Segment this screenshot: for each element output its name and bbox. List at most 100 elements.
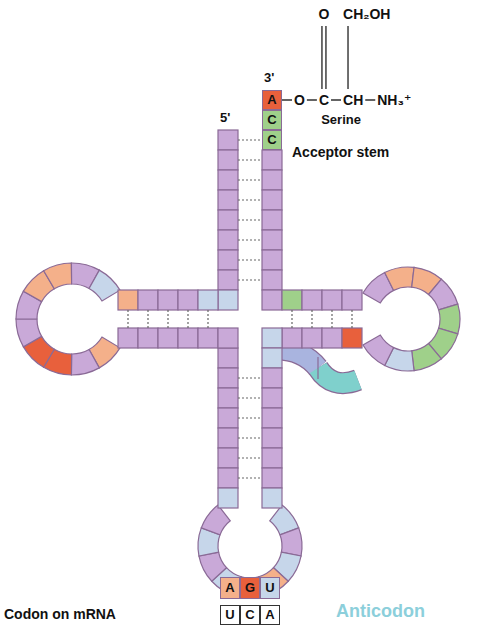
nucleotide-box (262, 388, 282, 408)
loop-segment (412, 344, 442, 371)
nucleotide-box (262, 270, 282, 290)
nucleotide-box (218, 230, 238, 250)
nucleotide-box (262, 170, 282, 190)
nucleotide-box (262, 348, 282, 368)
base-pair-bond (311, 310, 312, 328)
variable-loop (318, 368, 358, 383)
nucleotide-box (218, 368, 238, 388)
base-pair-bond (238, 377, 262, 378)
base-pair-bond (238, 219, 262, 220)
nucleotide-box (218, 488, 238, 508)
base-pair-bond (238, 457, 262, 458)
strand-end-label: 3' (264, 70, 274, 86)
nucleotide-box (262, 468, 282, 488)
atom-label: O (294, 92, 305, 108)
nucleotide-box (218, 130, 238, 150)
chemical-bond (307, 99, 317, 100)
molecule-label: Serine (321, 112, 361, 128)
loop-segment (363, 335, 394, 365)
nucleotide-box (218, 190, 238, 210)
loop-segment (16, 319, 42, 347)
nucleotide-box (158, 290, 178, 310)
base-pair-bond (238, 397, 262, 398)
atom-label: CH (343, 92, 363, 108)
chemical-bond (347, 26, 348, 89)
chemical-bond (365, 99, 375, 100)
base-pair-bond (238, 477, 262, 478)
base-pair-bond (331, 310, 332, 328)
nucleotide-box (282, 328, 302, 348)
nucleotide-box (118, 328, 138, 348)
nucleotide-box (342, 290, 362, 310)
nucleotide-box (302, 290, 322, 310)
loop-segment (201, 505, 230, 535)
nucleotide-box (218, 408, 238, 428)
strand-end-label: 5' (220, 110, 230, 126)
nucleotide-box: C (262, 130, 282, 150)
base-pair-bond (238, 259, 262, 260)
part-label: Codon on mRNA (4, 606, 116, 622)
base-pair-bond (238, 417, 262, 418)
base-pair-bond (351, 310, 352, 328)
nucleotide-box (262, 150, 282, 170)
atom-label: CH₂OH (343, 6, 390, 22)
nucleotide-box (302, 328, 322, 348)
nucleotide-box (262, 448, 282, 468)
base-pair-bond (147, 310, 148, 328)
chemical-bond (321, 26, 322, 89)
atom-label: NH₃⁺ (377, 92, 411, 108)
anticodon-base: G (240, 577, 260, 599)
nucleotide-box (218, 210, 238, 230)
nucleotide-box (262, 368, 282, 388)
nucleotide-box (218, 250, 238, 270)
base-letter: U (265, 581, 274, 595)
nucleotide-box (282, 290, 302, 310)
nucleotide-box (262, 190, 282, 210)
base-letter: A (265, 608, 274, 622)
nucleotide-box (262, 250, 282, 270)
base-pair-bond (238, 139, 262, 140)
codon-base: U (220, 605, 240, 625)
base-pair-bond (187, 310, 188, 328)
loop-segment (89, 270, 120, 301)
loop-segment (44, 263, 72, 289)
nucleotide-box (262, 428, 282, 448)
anticodon-base: U (260, 577, 280, 599)
anticodon-base: A (220, 577, 240, 599)
nucleotide-box (218, 150, 238, 170)
loop-segment (71, 350, 99, 375)
base-pair-bond (127, 310, 128, 328)
base-pair-bond (238, 179, 262, 180)
base-letter: C (267, 133, 276, 147)
loop-segment (385, 267, 414, 290)
nucleotide-box: A (262, 90, 282, 110)
nucleotide-box (262, 210, 282, 230)
base-pair-bond (238, 279, 262, 280)
base-pair-bond (238, 437, 262, 438)
nucleotide-box (218, 170, 238, 190)
nucleotide-box (262, 488, 282, 508)
codon-base: C (240, 605, 260, 625)
nucleotide-box (262, 230, 282, 250)
nucleotide-box (218, 290, 238, 310)
base-letter: A (225, 581, 234, 595)
nucleotide-box (198, 290, 218, 310)
nucleotide-box: C (262, 110, 282, 130)
base-pair-bond (207, 310, 208, 328)
base-pair-bond (238, 159, 262, 160)
nucleotide-box (198, 328, 218, 348)
nucleotide-box (218, 468, 238, 488)
loop-segment (280, 528, 302, 556)
nucleotide-box (158, 328, 178, 348)
nucleotide-box (178, 290, 198, 310)
base-letter: C (267, 113, 276, 127)
nucleotide-box (118, 290, 138, 310)
nucleotide-box (322, 328, 342, 348)
chemical-bond (325, 26, 326, 89)
part-label: Acceptor stem (292, 144, 389, 160)
atom-label: O (319, 6, 330, 22)
nucleotide-box (138, 290, 158, 310)
nucleotide-box (342, 328, 362, 348)
nucleotide-box (218, 428, 238, 448)
